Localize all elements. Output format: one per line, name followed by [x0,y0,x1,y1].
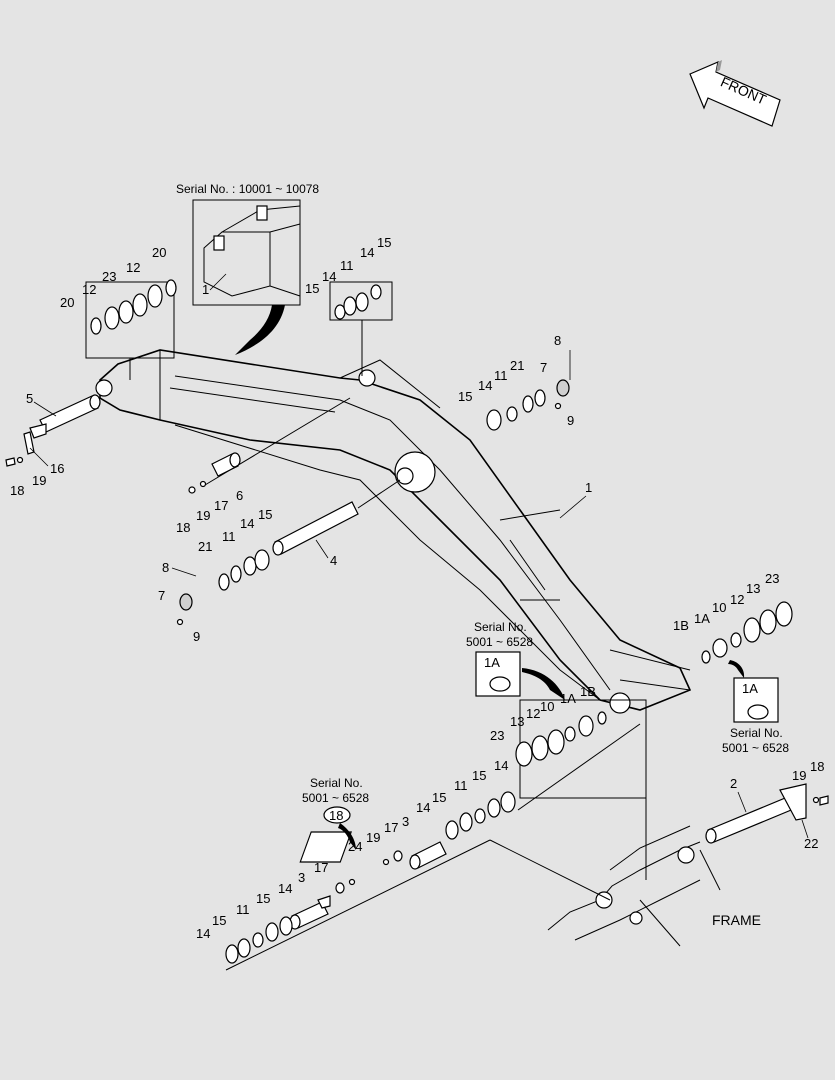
callout-11-bottom: 11 [236,902,250,917]
callout-14-bottom: 14 [196,926,210,941]
callout-12b: 12 [126,260,140,275]
callout-inset-1: 1 [202,282,209,297]
callout-15g: 15 [256,891,270,906]
callout-14e: 14 [416,800,430,815]
pin-2: 2 19 18 22 [705,759,829,851]
shim-stack-left-top: 20 12 23 12 20 [60,245,177,359]
callout-13b: 13 [510,714,524,729]
serial-note-bottom-line2: 5001 ~ 6528 [302,791,369,805]
callout-3a: 3 [402,814,409,829]
callout-18b: 18 [176,520,190,535]
serial-box-left: Serial No. 5001 ~ 6528 1A [466,620,565,700]
callout-1b-right: 1B [673,618,689,633]
callout-20b: 20 [152,245,166,260]
callout-9b: 9 [567,413,574,428]
callout-18c: 18 [810,759,824,774]
callout-17b: 17 [384,820,398,835]
shim-stack-right-foot: 1B 1A 10 12 13 23 [673,571,793,664]
callout-15e: 15 [432,790,446,805]
serial-note-right-line1: Serial No. [730,726,783,740]
callout-11b: 11 [222,529,236,544]
callout-23c: 23 [490,728,504,743]
callout-15c: 15 [258,507,272,522]
shim-stack-right-mid: 15 14 11 21 8 7 9 [458,333,574,431]
serial-note-left-line1: Serial No. [474,620,527,634]
callout-23b: 23 [765,571,779,586]
callout-21a: 21 [198,539,212,554]
callout-1a-right: 1A [694,611,710,626]
callout-14d: 14 [478,378,492,393]
callout-10b: 10 [540,699,554,714]
callout-17a: 17 [214,498,228,513]
callout-2: 2 [730,776,737,791]
callout-1b-left: 1B [580,684,596,699]
callout-11a: 11 [340,258,354,273]
serial-note-bottom-line1: Serial No. [310,776,363,790]
callout-8a: 8 [162,560,169,575]
callout-19c: 19 [792,768,806,783]
serial-note-bottom: Serial No. 5001 ~ 6528 18 [302,776,369,850]
callout-15d: 15 [458,389,472,404]
callout-18a: 18 [10,483,24,498]
callout-10a: 10 [712,600,726,615]
bracket-16-group: 16 19 18 [5,431,64,498]
callout-23a: 23 [102,269,116,284]
callout-1a-box-right: 1A [742,681,758,696]
callout-5: 5 [26,391,33,406]
callout-14g: 14 [278,881,292,896]
callout-12a: 12 [82,282,96,297]
callout-8b: 8 [554,333,561,348]
callout-7b: 7 [540,360,547,375]
callout-4: 4 [330,553,337,568]
callout-20a: 20 [60,295,74,310]
callout-14a: 14 [322,269,336,284]
pin-3-right-stack: 3 17 19 24 14 15 11 15 14 [348,723,641,870]
shim-stack-left-foot: 1B 1A 10 12 13 23 [490,684,647,799]
pin-6: 6 17 19 18 [176,397,351,535]
callout-boom-1: 1 [585,480,592,495]
serial-note-right-line2: 5001 ~ 6528 [722,741,789,755]
callout-18-circled: 18 [329,808,343,823]
callout-12d: 12 [526,706,540,721]
callout-9a: 9 [193,629,200,644]
callout-11d: 11 [454,778,468,793]
callout-13a: 13 [746,581,760,596]
shim-stack-right-top: 15 14 11 14 15 [129,235,393,380]
frame-label: FRAME [712,912,761,928]
callout-1a-box-left: 1A [484,655,500,670]
shim-stack-left-mid: 21 11 14 15 8 7 9 [158,507,272,644]
callout-19b: 19 [196,508,210,523]
front-arrow-icon: FRONT [689,60,781,127]
callout-19a: 19 [32,473,46,488]
callout-21b: 21 [510,358,524,373]
callout-14f: 14 [494,758,508,773]
serial-inset-top: Serial No. : 10001 ~ 10078 1 [176,182,319,355]
serial-box-right: 1A Serial No. 5001 ~ 6528 [722,660,789,755]
pin-3-left-stack: 3 17 14 15 11 15 14 [196,839,491,971]
callout-7a: 7 [158,588,165,603]
callout-22: 22 [804,836,818,851]
callout-12c: 12 [730,592,744,607]
serial-note-top: Serial No. : 10001 ~ 10078 [176,182,319,196]
callout-3b: 3 [298,870,305,885]
callout-6: 6 [236,488,243,503]
callout-24: 24 [348,839,362,854]
callout-19d: 19 [366,830,380,845]
serial-note-left-line2: 5001 ~ 6528 [466,635,533,649]
callout-11c: 11 [494,368,508,383]
pin-4: 4 [272,479,401,568]
callout-15b: 15 [377,235,391,250]
callout-15f: 15 [472,768,486,783]
boom-body [95,349,692,714]
callout-16: 16 [50,461,64,476]
callout-17c: 17 [314,860,328,875]
pin-5: 5 [26,391,101,439]
callout-15-bottom: 15 [212,913,226,928]
callout-14b: 14 [360,245,374,260]
callout-14c: 14 [240,516,254,531]
callout-1a-left: 1A [560,691,576,706]
callout-15a: 15 [305,281,319,296]
frame-drawing: FRAME [299,722,761,947]
